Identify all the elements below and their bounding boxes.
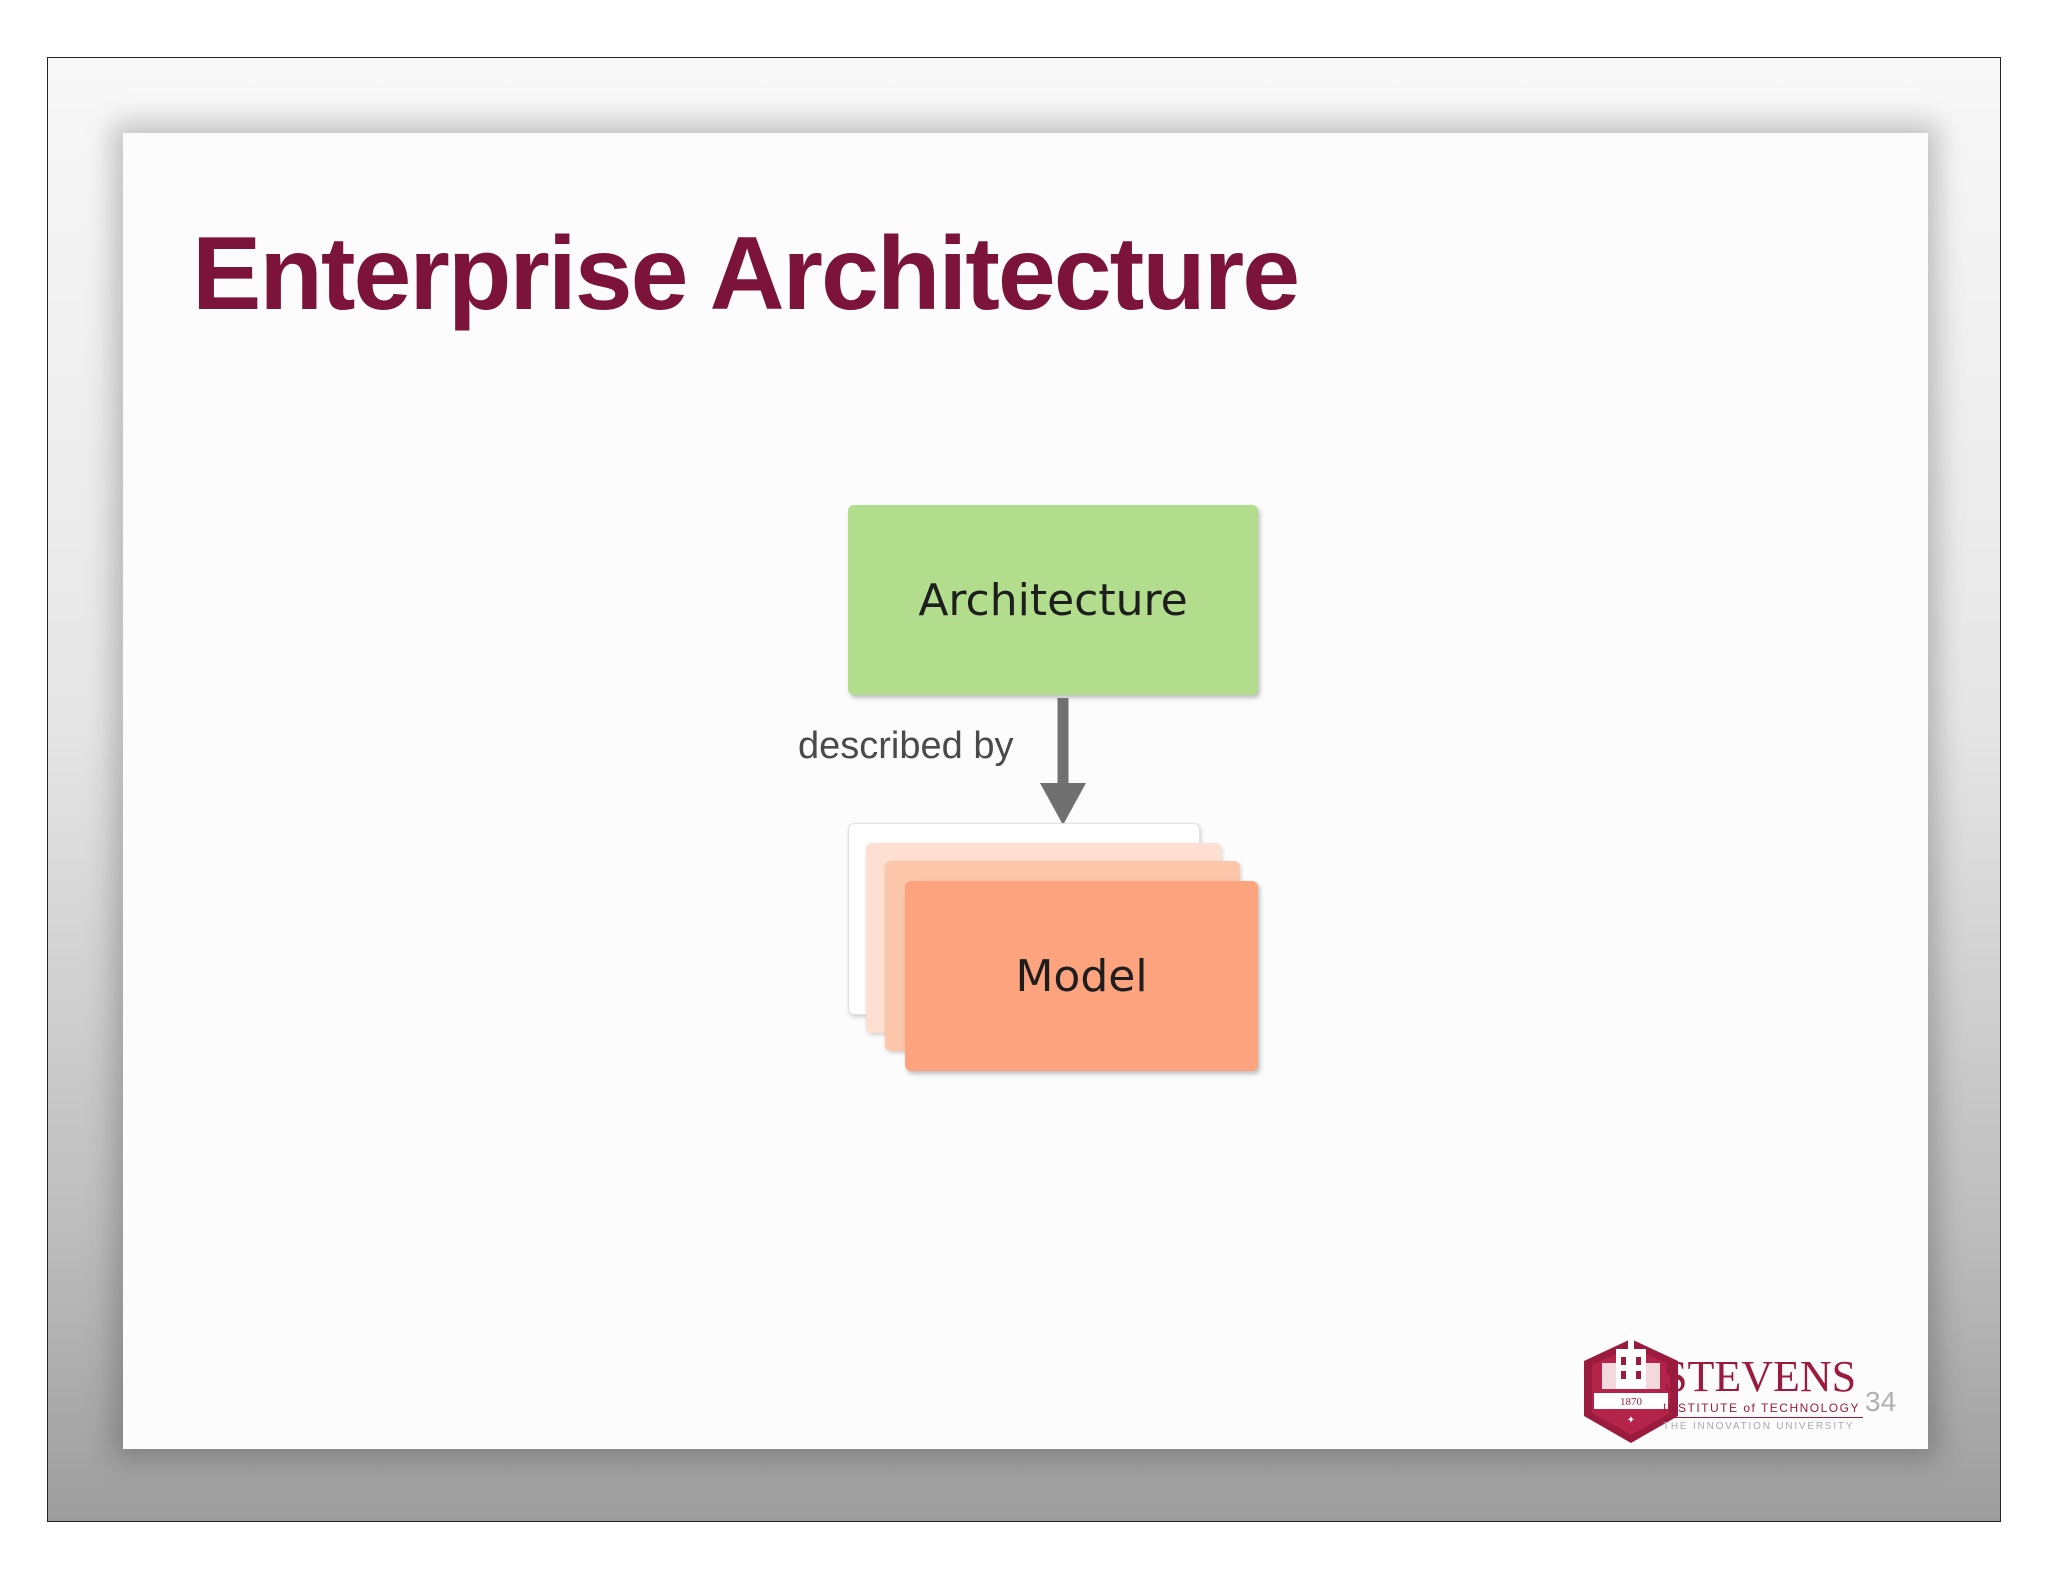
slide: Enterprise Architecture Architecture des… (123, 133, 1928, 1449)
arrow-head (1040, 783, 1086, 825)
slide-title: Enterprise Architecture (192, 216, 1300, 332)
logo-tagline: THE INNOVATION UNIVERSITY (1663, 1421, 1855, 1432)
model-node-label: Model (1015, 950, 1148, 1002)
logo-year: 1870 (1620, 1396, 1643, 1408)
logo-name: STEVENS (1663, 1352, 1857, 1401)
stevens-shield-logo: 1870 ✦ (1584, 1333, 1678, 1443)
svg-text:✦: ✦ (1627, 1415, 1635, 1426)
page-number: 34 (1865, 1386, 1897, 1417)
model-node: Model (905, 881, 1258, 1071)
stevens-wordmark: STEVENS INSTITUTE of TECHNOLOGY THE INNO… (1663, 1355, 1863, 1432)
architecture-node-label: Architecture (918, 574, 1188, 626)
logo-subtitle: INSTITUTE of TECHNOLOGY (1663, 1401, 1863, 1418)
architecture-node: Architecture (848, 505, 1258, 695)
relation-label: described by (798, 725, 1014, 767)
slide-frame: Enterprise Architecture Architecture des… (47, 57, 2001, 1522)
